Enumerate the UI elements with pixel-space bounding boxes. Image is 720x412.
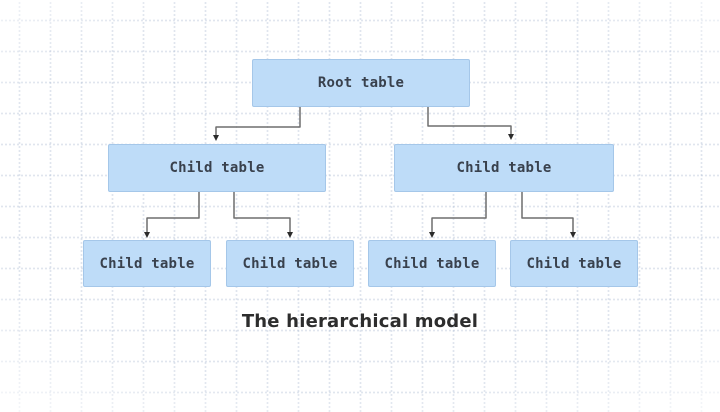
node-label: Child table (456, 160, 552, 176)
node-child-table-left: Child table (108, 144, 326, 192)
node-child-table-leaf-2: Child table (226, 240, 354, 287)
connector-root-to-child-left (213, 107, 301, 141)
node-child-table-leaf-1: Child table (83, 240, 211, 287)
connector-childright-to-leaf3 (429, 192, 487, 238)
node-label: Child table (169, 160, 265, 176)
node-child-table-leaf-4: Child table (510, 240, 638, 287)
connector-childright-to-leaf4 (521, 192, 576, 238)
connector-root-to-child-right (427, 107, 514, 140)
connector-childleft-to-leaf1 (144, 192, 200, 238)
node-label: Child table (242, 255, 338, 272)
node-root-table: Root table (252, 59, 470, 107)
node-label: Child table (384, 255, 480, 272)
node-child-table-leaf-3: Child table (368, 240, 496, 287)
diagram-caption: The hierarchical model (241, 311, 479, 332)
node-label: Root table (317, 75, 405, 91)
node-label: Child table (99, 255, 195, 272)
node-child-table-right: Child table (394, 144, 614, 192)
connector-childleft-to-leaf2 (233, 192, 293, 238)
node-label: Child table (526, 255, 622, 272)
